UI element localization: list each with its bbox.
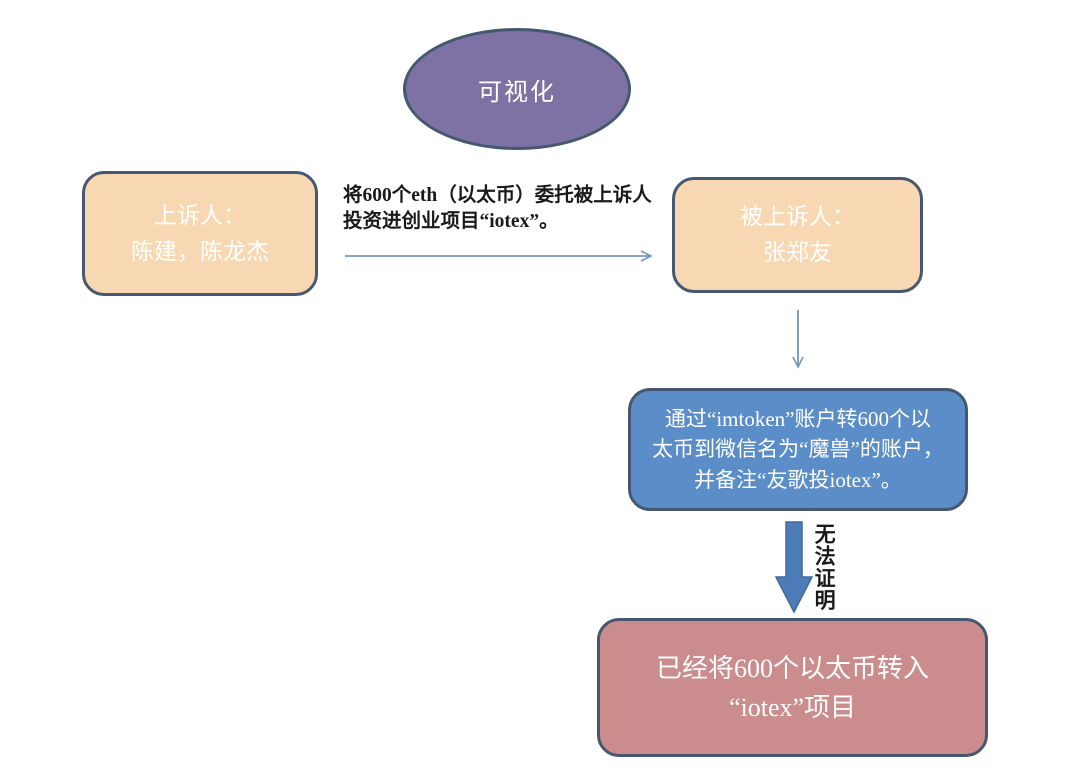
appellee-box: 被上诉人： 张郑友 [672,177,923,293]
result-box-line2: “iotex”项目 [728,692,857,722]
title-ellipse: 可视化 [403,28,631,150]
title-ellipse-label: 可视化 [478,79,556,106]
appellant-box-line2: 陈建，陈龙杰 [131,238,269,264]
appellee-box-line2: 张郑友 [763,240,832,265]
thick-arrow-cannot-prove [774,521,814,614]
cannot-prove-label: 无法证明 [812,523,837,611]
imtoken-box-line1: 通过“imtoken”账户转600个以 [665,406,931,431]
transfer-arrow-label: 将600个eth（以太币）委托被上诉人投资进创业项目“iotex”。 [343,185,652,233]
appellee-box-line1: 被上诉人： [740,204,855,230]
appellant-box-line1: 上诉人： [154,202,246,228]
imtoken-transfer-box: 通过“imtoken”账户转600个以 太币到微信名为“魔兽”的账户， 并备注“… [628,388,968,511]
imtoken-box-line3: 并备注“友歌投iotex”。 [694,467,902,492]
result-box-line1: 已经将600个以太币转入 [655,653,929,683]
appellant-box: 上诉人： 陈建，陈龙杰 [82,171,318,296]
result-box: 已经将600个以太币转入 “iotex”项目 [597,618,988,757]
imtoken-box-line2: 太币到微信名为“魔兽”的账户， [652,437,944,462]
